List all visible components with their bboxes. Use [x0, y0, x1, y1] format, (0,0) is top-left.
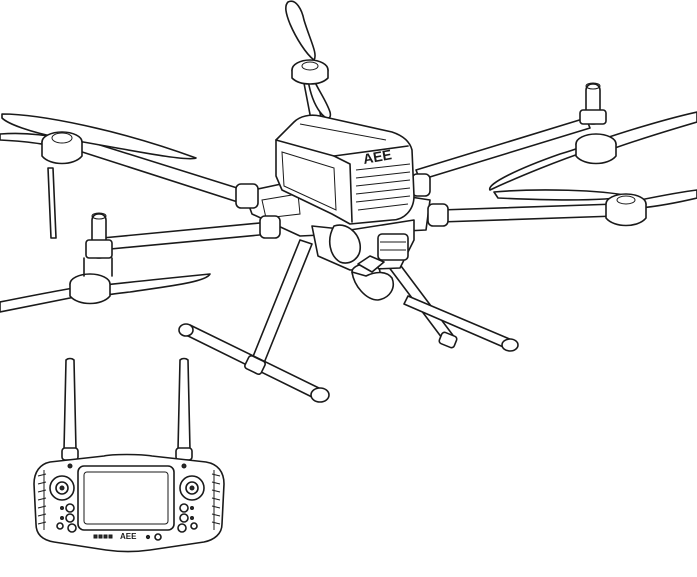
motor-left-lower [0, 212, 211, 313]
controller-bottom-strip: AEE [93, 532, 162, 541]
left-buttons [56, 503, 77, 533]
right-joystick [179, 475, 205, 501]
drone-body: AEE [235, 114, 449, 301]
motor-front-left [0, 113, 197, 239]
controller-screen [77, 465, 175, 531]
controller-antennas [61, 357, 193, 461]
motor-right-back [489, 82, 697, 191]
motor-right [493, 189, 697, 227]
drone-motors [0, 0, 697, 313]
landing-gear [178, 239, 519, 403]
motor-top [285, 0, 332, 119]
right-buttons [177, 503, 198, 533]
drone-logo: AEE [362, 146, 393, 167]
controller-drawing: AEE [33, 357, 225, 553]
left-joystick [49, 475, 75, 501]
drone-drawing: AEE [0, 0, 697, 403]
controller-logo: AEE [120, 532, 137, 541]
